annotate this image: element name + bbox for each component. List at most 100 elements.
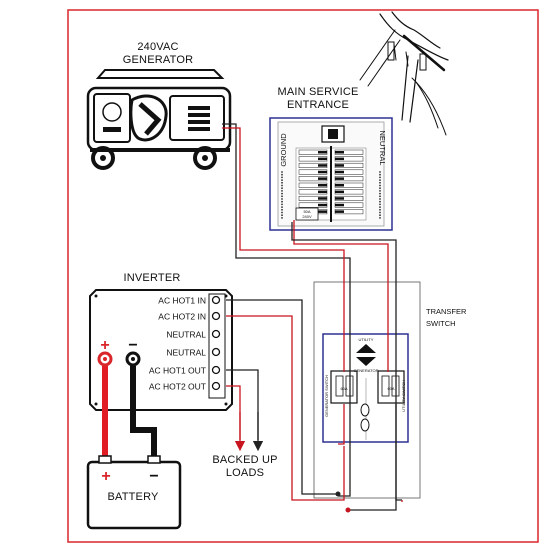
generator-label-line1: 240VAC: [137, 41, 178, 53]
neutral-terminal: [379, 208, 381, 211]
inverter-terminal-label: NEUTRAL: [166, 330, 206, 340]
neutral-terminal: [379, 173, 381, 176]
battery-label: BATTERY: [107, 491, 159, 503]
generator-breaker-rating: 60A: [340, 386, 347, 391]
neutral-terminal: [379, 187, 381, 190]
panel-breaker-handle: [318, 210, 327, 213]
inverter-terminal-screw: [211, 295, 221, 305]
panel-breaker-handle: [335, 184, 344, 187]
panel-breaker-handle: [335, 151, 344, 154]
transfer-switch-label-line2: SWITCH: [426, 319, 456, 328]
ground-terminal: [281, 184, 283, 187]
inverter-terminal-label: AC HOT2 OUT: [149, 382, 206, 392]
ground-terminal: [281, 195, 283, 198]
panel-breaker-handle: [318, 197, 327, 200]
ground-terminal: [281, 179, 283, 182]
inverter-terminal-screw: [211, 347, 221, 357]
ground-terminal: [281, 176, 283, 179]
generator-direction-label: GENERATOR: [354, 368, 379, 373]
neutral-terminal: [379, 206, 381, 209]
panel-breaker-handle: [318, 177, 327, 180]
battery-minus-symbol: −: [149, 468, 158, 485]
panel-breaker-handle: [335, 190, 344, 194]
neutral-terminal: [379, 214, 381, 217]
panel-breaker-handle: [318, 164, 327, 167]
neutral-terminal: [379, 181, 381, 184]
panel-breaker-handle: [318, 151, 327, 154]
inverter-title: INVERTER: [123, 272, 180, 284]
inverter-terminal-label: AC HOT1 OUT: [149, 366, 206, 376]
inverter-terminal-label: NEUTRAL: [166, 348, 206, 358]
battery-plus-symbol: +: [101, 468, 110, 485]
ground-terminal: [281, 192, 283, 195]
neutral-terminal: [379, 184, 381, 187]
neutral-terminal-strip: [379, 171, 381, 219]
panel-breaker-handle: [335, 177, 344, 180]
hot-junction: [345, 507, 351, 513]
outer-frame: [67, 9, 539, 543]
battery-negative-cable: [130, 366, 157, 462]
loads-label-line2: LOADS: [226, 467, 264, 479]
ground-terminal: [281, 208, 283, 211]
inverter-terminal-screw: [211, 329, 221, 339]
neutral-terminal: [379, 217, 381, 219]
utility-pole-icon: [359, 11, 449, 136]
main-service-label-line2: ENTRANCE: [287, 99, 349, 111]
ground-terminal-strip: [281, 171, 283, 219]
inverter-terminal-screw: [211, 365, 221, 375]
inverter-terminal-label: AC HOT2 IN: [158, 312, 206, 322]
inverter-terminal-screw: [211, 311, 221, 321]
main-service-label-line1: MAIN SERVICE: [277, 86, 358, 98]
utility-breaker-rating: 60A: [387, 386, 394, 391]
panel-breaker-handle: [318, 157, 327, 161]
neutral-terminal: [379, 198, 381, 200]
ground-terminal: [281, 206, 283, 209]
ground-terminal: [281, 217, 283, 219]
ground-terminal: [281, 187, 283, 190]
ground-terminal: [281, 203, 283, 206]
neutral-terminal: [379, 190, 381, 192]
neutral-terminal: [379, 195, 381, 198]
loads-label-line1: BACKED UP: [212, 454, 277, 466]
neutral-terminal: [379, 171, 381, 173]
main-service-panel: [269, 117, 393, 231]
neutral-label: NEUTRAL: [378, 130, 387, 165]
ground-terminal: [281, 181, 283, 184]
inverter-box: [89, 289, 233, 411]
panel-breaker-handle: [318, 203, 327, 207]
utility-label: UTILITY: [359, 337, 374, 342]
inverter-minus-symbol: −: [128, 337, 137, 354]
panel-breaker-handle: [335, 210, 344, 213]
panel-breaker-handle: [318, 184, 327, 187]
inverter-dc-posts: [97, 351, 141, 367]
breaker-tag-line2: 240V: [302, 214, 312, 219]
transfer-switch-label-line1: TRANSFER: [426, 307, 467, 316]
panel-breaker-handle: [335, 157, 344, 161]
neutral-terminal: [379, 203, 381, 206]
generator-unit-icon: [86, 69, 232, 170]
neutral-terminal: [379, 192, 381, 195]
panel-breaker-handle: [335, 203, 344, 207]
panel-breaker-handle: [335, 197, 344, 200]
neutral-terminal: [379, 211, 381, 214]
neutral-terminal: [379, 179, 381, 182]
ground-terminal: [281, 200, 283, 203]
ground-terminal: [281, 190, 283, 192]
ground-terminal: [281, 211, 283, 214]
ground-terminal: [281, 171, 283, 173]
generator-switch-label: GENERATOR SWITCH: [324, 375, 329, 417]
panel-breaker-handle: [335, 170, 344, 174]
panel-breaker-handle: [318, 170, 327, 174]
neutral-terminal: [379, 200, 381, 203]
inverter-terminal-screw: [211, 381, 221, 391]
wiring: [222, 123, 403, 511]
neutral-terminal: [379, 176, 381, 179]
inverter-terminal-label: AC HOT1 IN: [158, 296, 206, 306]
utility-switch-label: UTILITY SWITCH: [401, 380, 406, 412]
inverter-plus-symbol: +: [100, 337, 109, 354]
breaker-tag-line1: 50A: [303, 209, 310, 214]
panel-breaker-rows: [298, 149, 364, 215]
ground-terminal: [281, 214, 283, 217]
battery-box: [86, 455, 182, 530]
